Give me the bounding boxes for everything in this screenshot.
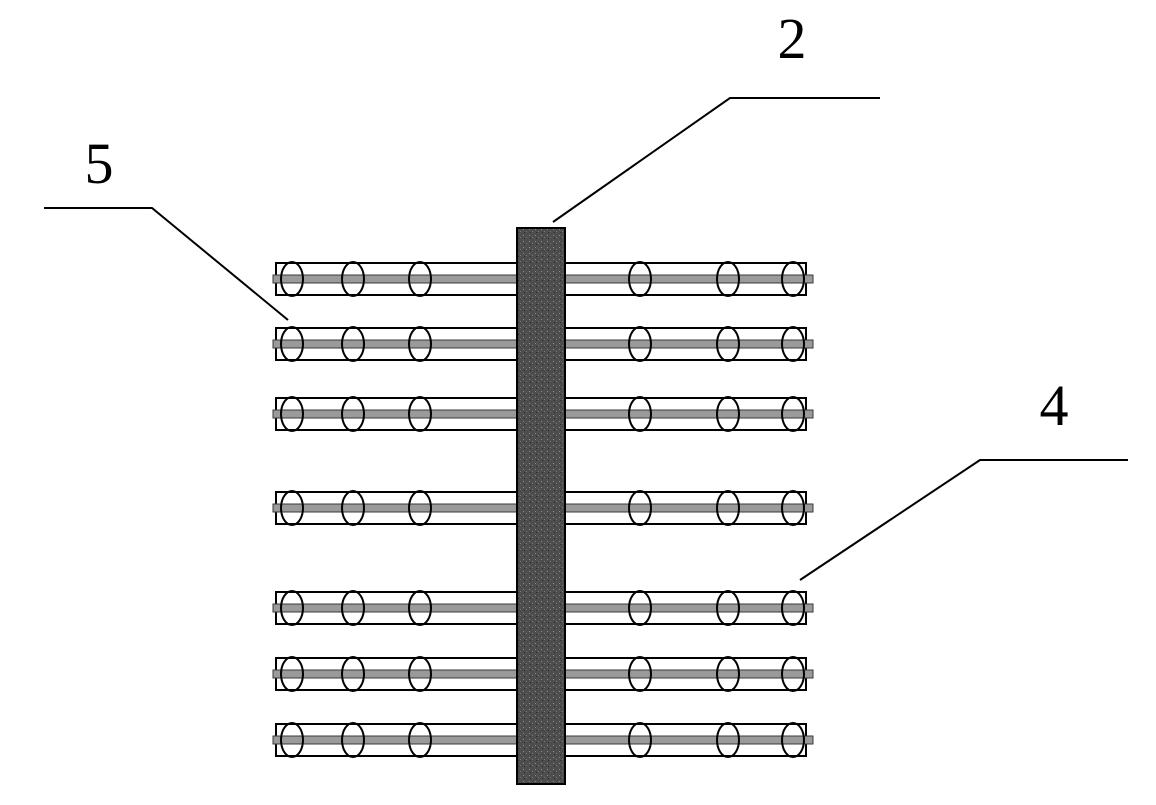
ring [716, 396, 740, 432]
ring [781, 656, 805, 692]
callout-4: 4 [799, 373, 1128, 581]
ring [408, 722, 432, 758]
ring [341, 722, 365, 758]
ring [280, 656, 304, 692]
leader-line-5 [44, 207, 289, 321]
ring [716, 261, 740, 297]
ring [408, 590, 432, 626]
ring [716, 722, 740, 758]
ring [408, 396, 432, 432]
leader-line-2 [552, 97, 880, 223]
ring [716, 490, 740, 526]
ring [280, 326, 304, 362]
ring [781, 722, 805, 758]
ring [341, 590, 365, 626]
label-4: 4 [1040, 373, 1069, 438]
callout-2: 2 [552, 6, 880, 223]
ring [408, 656, 432, 692]
ring [628, 590, 652, 626]
ring [628, 261, 652, 297]
ring [408, 261, 432, 297]
label-5: 5 [85, 131, 114, 196]
ring [628, 396, 652, 432]
ring [628, 722, 652, 758]
ring [781, 261, 805, 297]
center-column [516, 227, 566, 785]
ring [408, 490, 432, 526]
ring [781, 396, 805, 432]
callout-5: 5 [44, 131, 289, 321]
ring [280, 490, 304, 526]
ring [341, 656, 365, 692]
ring [716, 656, 740, 692]
ring [628, 326, 652, 362]
label-2: 2 [778, 6, 807, 71]
ring [341, 326, 365, 362]
ring [628, 490, 652, 526]
ring [280, 396, 304, 432]
ring [408, 326, 432, 362]
ring [280, 590, 304, 626]
ring [716, 590, 740, 626]
ring [781, 590, 805, 626]
ring [280, 722, 304, 758]
ring [628, 656, 652, 692]
ring [341, 396, 365, 432]
leader-line-4 [799, 459, 1128, 581]
ring [280, 261, 304, 297]
ring [341, 490, 365, 526]
ring [716, 326, 740, 362]
ring [781, 326, 805, 362]
ring [781, 490, 805, 526]
ring [341, 261, 365, 297]
